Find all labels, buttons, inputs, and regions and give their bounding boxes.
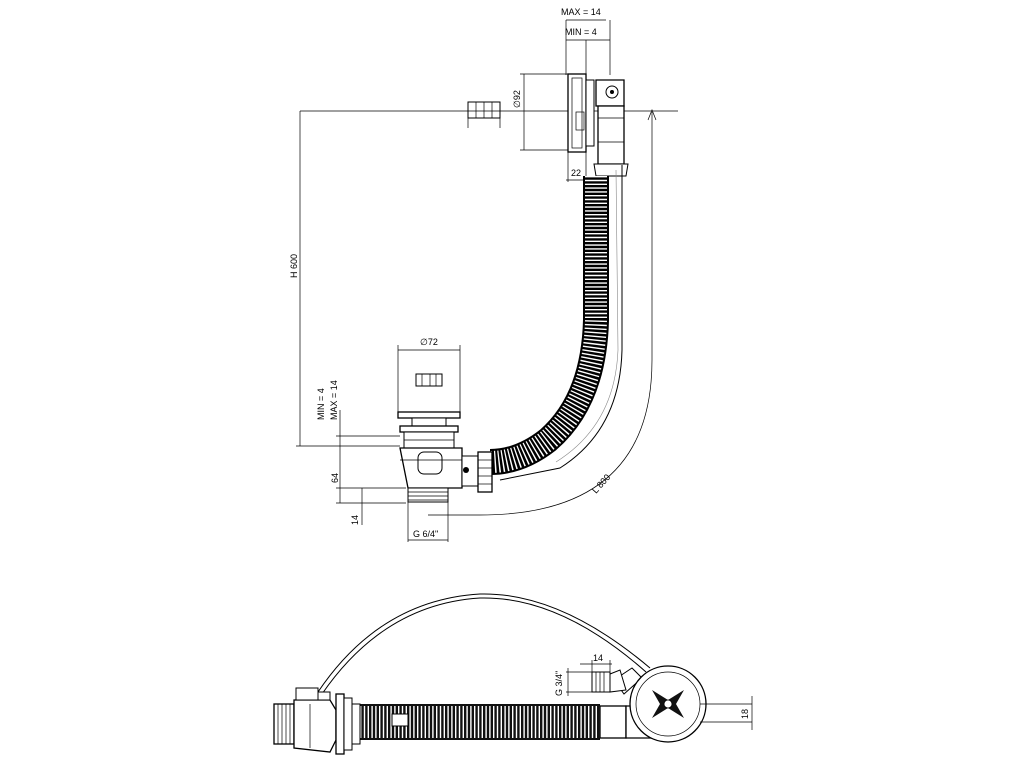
drain-diameter-dimension: ∅72 [397,337,461,414]
bottom-overflow-rose [629,665,707,743]
side-height-dimension: 18 [700,696,753,730]
side-thread-dimensions: 14 G 3/4" [554,653,612,696]
svg-text:H 600: H 600 [289,254,299,278]
overflow-plate [567,73,595,153]
svg-text:G 6/4": G 6/4" [413,529,438,539]
hose-length-label: L 800 [590,472,612,495]
svg-text:22: 22 [571,168,581,178]
height-dimension: H 600 [289,111,400,447]
svg-text:G 3/4": G 3/4" [554,671,564,696]
corrugated-hose [489,176,609,475]
bottom-cable [317,593,651,693]
cable [499,165,623,481]
drain-side-dimensions: MIN = 4 MAX = 14 64 14 [316,380,406,525]
svg-text:64: 64 [330,473,340,483]
thread-size-dimension: G 6/4" [407,502,449,542]
side-thread-fitting [591,669,627,693]
svg-text:14: 14 [593,653,603,663]
svg-text:14: 14 [350,515,360,525]
svg-text:MIN = 4: MIN = 4 [316,388,326,420]
overflow-knob-sketch [467,101,501,128]
top-max-label: MAX = 14 [561,7,601,17]
svg-text:18: 18 [740,709,750,719]
overflow-body [593,79,629,177]
top-dimension-group: MAX = 14 MIN = 4 [561,7,611,76]
hose-length-line [428,112,653,516]
bottom-drain-body [273,687,361,755]
overflow-diameter-dimension: ∅92 [512,73,570,151]
bottom-hose [360,704,600,740]
top-min-label: MIN = 4 [565,27,597,37]
drain-assembly [397,411,493,503]
svg-text:∅92: ∅92 [512,90,522,108]
svg-text:MAX = 14: MAX = 14 [329,380,339,420]
svg-text:∅72: ∅72 [420,337,438,347]
drain-knob-sketch [415,373,443,387]
